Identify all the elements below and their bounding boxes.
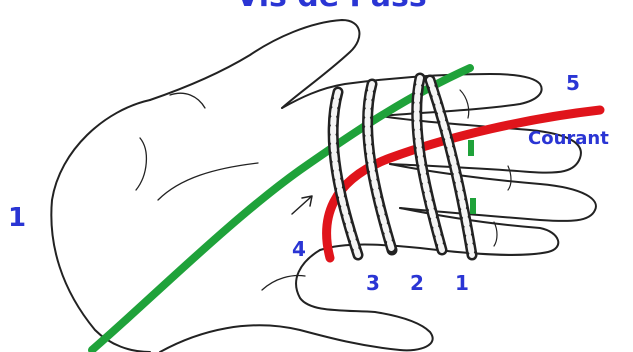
finger-crease bbox=[460, 90, 469, 118]
rope-end-label: 5 bbox=[566, 71, 580, 95]
title-text: Vis de Pass bbox=[236, 0, 427, 14]
palm-crease bbox=[136, 138, 146, 190]
step-number-label: 1 bbox=[8, 203, 26, 233]
thumb-outline bbox=[150, 20, 359, 108]
wrist-outline bbox=[160, 250, 433, 352]
palm-crease bbox=[262, 276, 305, 290]
palm-crease bbox=[158, 163, 258, 200]
current-label: Courant bbox=[528, 128, 609, 149]
wrap-number-label: 3 bbox=[366, 271, 380, 295]
palm-crease bbox=[170, 93, 205, 108]
rope-start-label: 4 bbox=[292, 237, 306, 261]
wrap-number-label: 1 bbox=[455, 271, 469, 295]
wrap-number-label: 2 bbox=[410, 271, 424, 295]
hand-drawing bbox=[51, 20, 596, 352]
direction-arrow bbox=[292, 196, 312, 214]
finger-crease bbox=[494, 222, 497, 246]
